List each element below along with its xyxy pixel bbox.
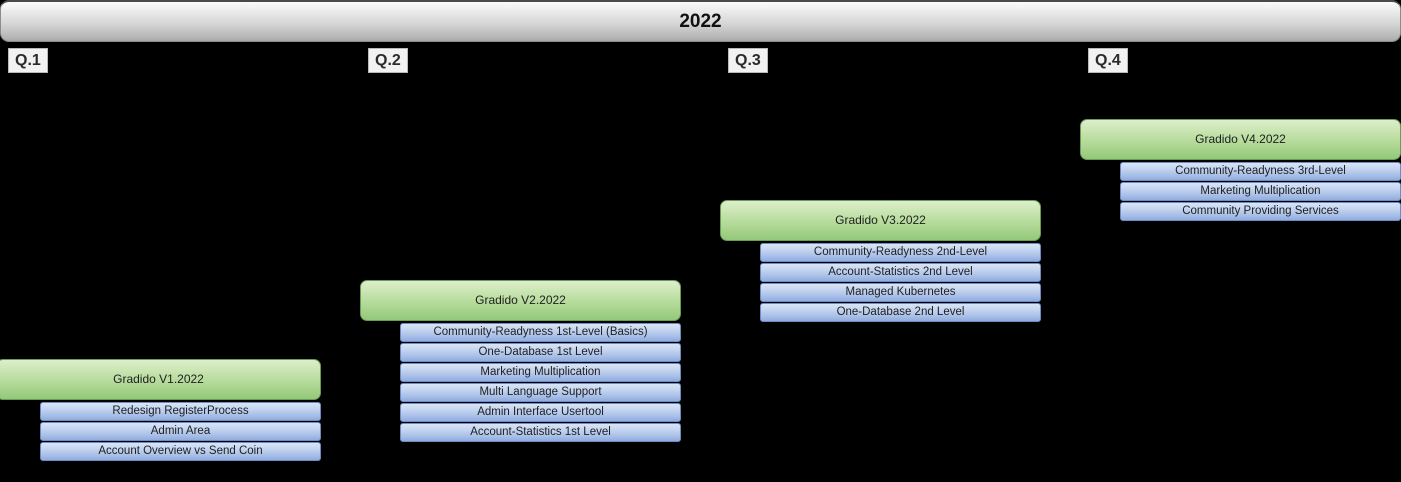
release-item-label: Community Providing Services xyxy=(1182,204,1339,217)
release-item[interactable]: Account-Statistics 2nd Level xyxy=(760,263,1041,282)
release-header-2[interactable]: Gradido V2.2022 xyxy=(360,280,681,321)
quarter-marker-1: Q.1 xyxy=(8,48,48,73)
release-title: Gradido V2.2022 xyxy=(475,292,566,307)
release-item-label: Marketing Multiplication xyxy=(480,365,601,378)
release-title: Gradido V1.2022 xyxy=(113,371,204,386)
release-item-label: Account Overview vs Send Coin xyxy=(98,444,263,457)
release-item-label: Community-Readyness 1st-Level (Basics) xyxy=(433,325,648,338)
release-item[interactable]: Admin Area xyxy=(40,422,321,441)
release-item[interactable]: Community-Readyness 2nd-Level xyxy=(760,243,1041,262)
year-label: 2022 xyxy=(679,10,722,32)
quarter-marker-4: Q.4 xyxy=(1088,48,1128,73)
release-item-label: Marketing Multiplication xyxy=(1200,184,1321,197)
release-item[interactable]: Community-Readyness 3rd-Level xyxy=(1120,162,1401,181)
release-item[interactable]: Admin Interface Usertool xyxy=(400,403,681,422)
release-item-label: Community-Readyness 2nd-Level xyxy=(813,245,988,258)
release-header-1[interactable]: Gradido V1.2022 xyxy=(0,359,321,400)
release-item[interactable]: Managed Kubernetes xyxy=(760,283,1041,302)
release-item-label: One-Database 2nd Level xyxy=(836,305,965,318)
release-item-label: Account-Statistics 2nd Level xyxy=(828,265,973,278)
release-item-list-2: Community-Readyness 1st-Level (Basics) On… xyxy=(400,323,681,442)
release-title: Gradido V4.2022 xyxy=(1195,131,1286,146)
release-item[interactable]: Account-Statistics 1st Level xyxy=(400,423,681,442)
release-item-label: Community-Readyness 3rd-Level xyxy=(1175,164,1346,177)
release-item[interactable]: Marketing Multiplication xyxy=(400,363,681,382)
quarter-marker-2: Q.2 xyxy=(368,48,408,73)
release-header-3[interactable]: Gradido V3.2022 xyxy=(720,200,1041,241)
release-item-label: Admin Interface Usertool xyxy=(477,405,604,418)
quarter-marker-3: Q.3 xyxy=(728,48,768,73)
release-item-label: Managed Kubernetes xyxy=(845,285,956,298)
release-item[interactable]: Community Providing Services xyxy=(1120,202,1401,221)
release-item[interactable]: Multi Language Support xyxy=(400,383,681,402)
release-item[interactable]: One-Database 1st Level xyxy=(400,343,681,362)
year-header-bar: 2022 xyxy=(0,0,1401,42)
release-title: Gradido V3.2022 xyxy=(835,212,926,227)
release-item-label: Redesign RegisterProcess xyxy=(112,404,249,417)
release-header-4[interactable]: Gradido V4.2022 xyxy=(1080,119,1401,160)
release-item[interactable]: One-Database 2nd Level xyxy=(760,303,1041,322)
release-item[interactable]: Redesign RegisterProcess xyxy=(40,402,321,421)
release-item[interactable]: Account Overview vs Send Coin xyxy=(40,442,321,461)
release-item-label: Admin Area xyxy=(150,424,211,437)
release-item-label: One-Database 1st Level xyxy=(478,345,603,358)
release-item[interactable]: Marketing Multiplication xyxy=(1120,182,1401,201)
release-item[interactable]: Community-Readyness 1st-Level (Basics) xyxy=(400,323,681,342)
release-item-label: Account-Statistics 1st Level xyxy=(470,425,611,438)
release-item-label: Multi Language Support xyxy=(479,385,602,398)
